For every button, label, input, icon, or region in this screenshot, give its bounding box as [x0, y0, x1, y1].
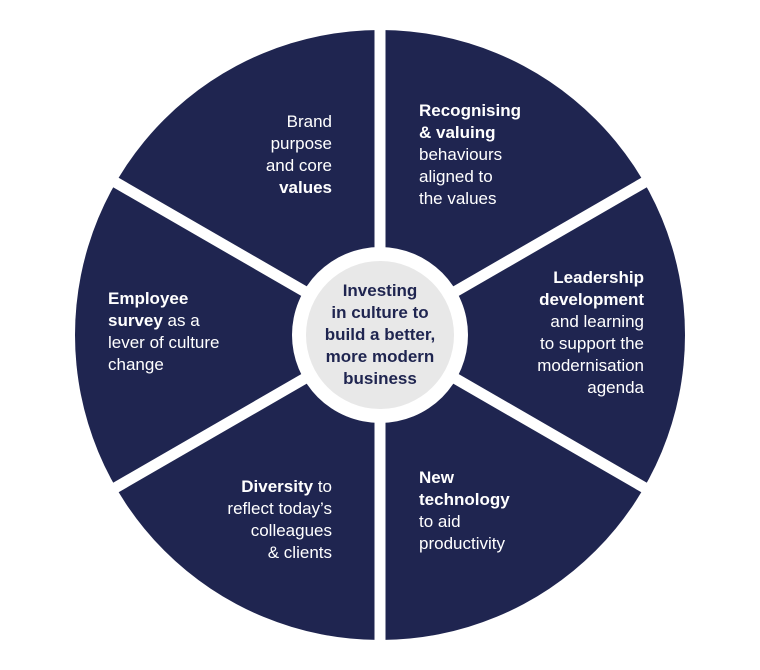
- segment-text-line: Brand: [286, 112, 332, 131]
- segment-text-line: Diversity to: [241, 477, 332, 496]
- segment-new-technology: New technology to aid productivity: [419, 467, 510, 555]
- segment-text-line: behaviours: [419, 145, 503, 164]
- segment-text-line: survey as a: [108, 311, 200, 330]
- center-text-line: business: [343, 369, 417, 388]
- segment-text-line: modernisation: [537, 356, 644, 375]
- segment-text-line: the values: [419, 189, 497, 208]
- segment-text-line: and learning: [550, 312, 644, 331]
- wheel-dividers: [109, 26, 651, 644]
- segment-text-line: New: [419, 468, 454, 487]
- center-text-line: build a better,: [324, 325, 436, 344]
- segment-text-line: reflect today’s: [227, 499, 332, 518]
- center-text-line: Investing: [342, 281, 418, 300]
- center-circle: [306, 261, 454, 409]
- segment-recognising-valuing: Recognising & valuing behaviours aligned to…: [419, 100, 521, 210]
- segment-text-line: technology: [419, 490, 510, 509]
- segment-text-line: & clients: [267, 543, 332, 562]
- segment-text-line: purpose: [270, 134, 332, 153]
- segment-leadership-development: Leadership development and learning to supp…: [537, 267, 644, 399]
- segment-text-line: and core: [265, 156, 332, 175]
- segment-text-line: Recognising: [419, 101, 522, 120]
- segment-text-line: Leadership: [553, 268, 644, 287]
- segment-text-line: Employee: [108, 289, 189, 308]
- segment-diversity: Diversity to reflect today’s colleagues & c…: [227, 476, 332, 564]
- segment-text-line: change: [108, 355, 164, 374]
- segment-brand-purpose: Brand purpose and core values: [266, 111, 332, 199]
- segment-text-line: & valuing: [419, 123, 496, 142]
- segment-text-line: agenda: [587, 378, 644, 397]
- segment-text-line: development: [539, 290, 644, 309]
- center-text-line: more modern: [325, 347, 435, 366]
- segment-text-line: aligned to: [419, 167, 493, 186]
- segment-text-line: values: [279, 178, 332, 197]
- center-text-line: in culture to: [331, 303, 429, 322]
- segment-employee-survey: Employee survey as a lever of culture chang…: [108, 288, 220, 376]
- segment-text-line: productivity: [419, 534, 505, 553]
- center-label: Investing in culture to build a better, mor…: [300, 280, 460, 390]
- segment-text-line: lever of culture: [108, 333, 220, 352]
- segment-text-line: colleagues: [250, 521, 332, 540]
- segment-text-line: to support the: [540, 334, 644, 353]
- segment-text-line: to aid: [419, 512, 461, 531]
